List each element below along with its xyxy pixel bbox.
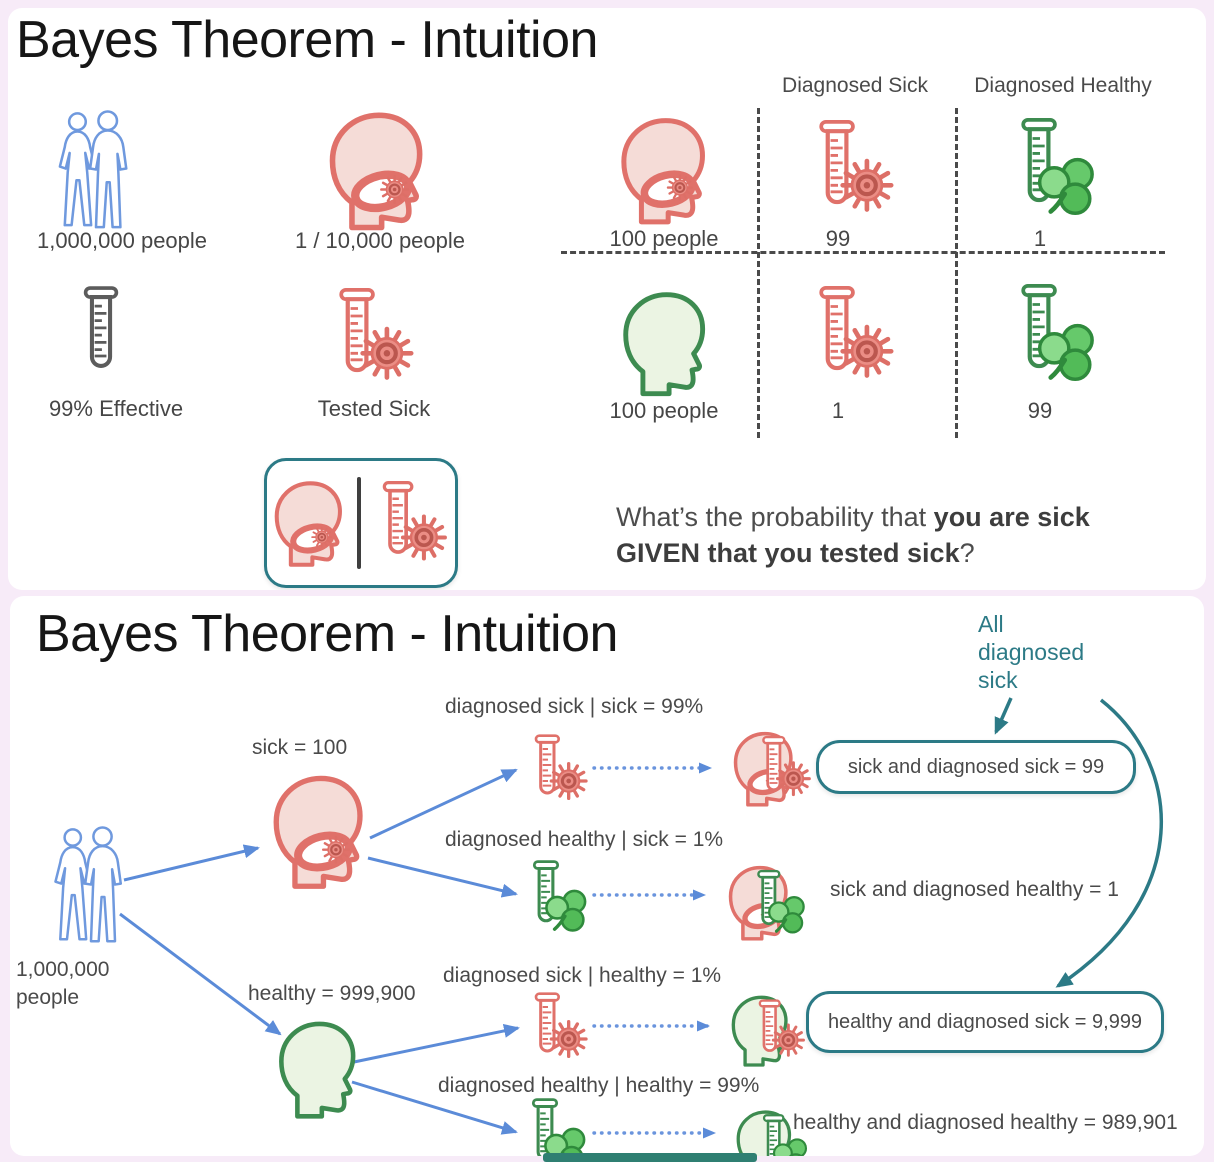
given-bar-icon [357,477,361,569]
result-box-healthy-diagnosed-sick: healthy and diagnosed sick = 9,999 [806,991,1164,1053]
result-sick-diagnosed-healthy: sick and diagnosed healthy = 1 [830,878,1119,901]
question-tail: ? [959,537,975,568]
sick-diagnosed-healthy-count: 1 [1033,226,1047,251]
healthy-test-tube-icon [1009,284,1099,381]
question-lead: What’s the probability that [616,502,934,532]
question-bold-1: you are sick [933,502,1090,532]
table-divider-horizontal [561,251,1165,254]
healthy-diagnosed-sick-icon [729,986,807,1072]
table-divider-vertical-2 [955,108,958,438]
condition-label-1: diagnosed sick | sick = 99% [445,695,704,718]
healthy-diagnosed-sick-count: 1 [831,398,845,423]
healthy-test-tube-icon [1009,118,1099,215]
question-bold-2: GIVEN that you tested sick [616,537,960,568]
result-box-sick-diagnosed-sick: sick and diagnosed sick = 99 [816,740,1136,794]
sick-test-tube-icon [807,120,897,217]
prevalence-label: 1 / 10,000 people [294,228,466,253]
healthy-head-icon [276,1014,360,1124]
people-icon [52,826,130,946]
healthy-branch-label: healthy = 999,900 [248,982,416,1005]
column-header-diagnosed-sick: Diagnosed Sick [782,74,928,97]
condition-label-2: diagnosed healthy | sick = 1% [445,828,724,851]
healthy-diagnosed-healthy-count: 99 [1027,398,1053,423]
sick-head-icon [326,108,428,232]
column-header-diagnosed-healthy: Diagnosed Healthy [974,74,1152,97]
all-diagnosed-sick-annotation: All diagnosed sick [978,611,1085,694]
healthy-test-tube-icon [523,1098,589,1156]
healthy-head-icon [620,286,710,400]
bottom-panel: Bayes Theorem - Intuition All diagnosed … [10,596,1204,1156]
sick-test-tube-icon [372,481,450,565]
sick-test-tube-icon [807,286,897,383]
bottom-accent-bar [543,1153,757,1162]
condition-label-4: diagnosed healthy | healthy = 99% [438,1074,760,1097]
question-text: What’s the probability that you are sick… [616,500,1202,571]
bottom-title: Bayes Theorem - Intuition [36,605,618,663]
healthy-row-label: 100 people [609,398,719,423]
sick-head-icon [618,112,710,228]
condition-label-3: diagnosed sick | healthy = 1% [443,964,722,987]
sick-head-icon [270,768,368,894]
top-title: Bayes Theorem - Intuition [16,11,598,69]
sick-diagnosed-sick-icon [731,722,813,812]
people-icon [56,110,136,232]
sick-diagnosed-healthy-icon [726,856,808,946]
tested-sick-label: Tested Sick [317,396,431,421]
top-panel: Bayes Theorem - Intuition 1,000,000 peop… [8,8,1206,590]
root-population-label: 1,000,000 people [16,958,110,1010]
effectiveness-label: 99% Effective [48,396,184,421]
test-tube-icon [72,286,130,377]
population-label: 1,000,000 people [36,228,208,253]
sick-branch-label: sick = 100 [252,736,348,759]
conditional-notation-box [264,458,458,588]
sick-diagnosed-sick-count: 99 [825,226,851,251]
sick-test-tube-icon [327,288,417,385]
healthy-test-tube-icon [524,860,590,932]
sick-head-icon [272,479,346,567]
sick-row-label: 100 people [609,226,719,251]
sick-test-tube-icon [526,734,590,804]
tree-arrows [119,697,1163,1139]
table-divider-vertical-1 [757,108,760,438]
sick-test-tube-icon [526,992,590,1062]
result-healthy-diagnosed-healthy: healthy and diagnosed healthy = 989,901 [793,1111,1178,1134]
